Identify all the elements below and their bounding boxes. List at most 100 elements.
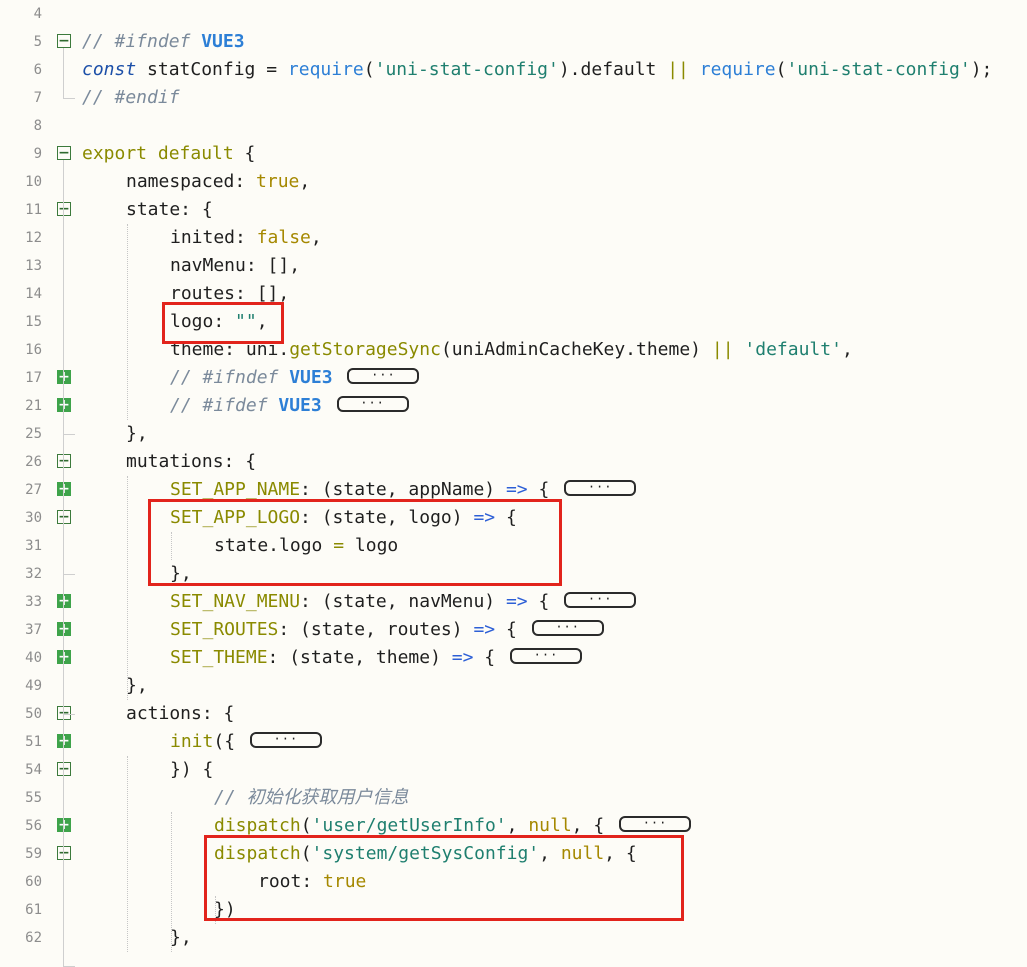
code-text: namespaced: true,: [126, 171, 310, 193]
collapsed-region-button[interactable]: ···: [347, 368, 420, 384]
line-number: 54: [25, 762, 42, 778]
expand-plus-icon[interactable]: +: [57, 370, 71, 384]
code-line[interactable]: 32},: [0, 560, 1027, 588]
code-line[interactable]: 9−export default {: [0, 140, 1027, 168]
code-text: SET_APP_LOGO: (state, logo) => {: [170, 507, 517, 529]
code-token: (uniAdminCacheKey.theme): [440, 339, 712, 360]
code-line[interactable]: 37+SET_ROUTES: (state, routes) => { ···: [0, 616, 1027, 644]
line-number: 16: [25, 342, 42, 358]
collapsed-region-button[interactable]: ···: [564, 480, 637, 496]
line-number: 7: [33, 90, 42, 106]
line-number: 9: [33, 146, 42, 162]
collapse-minus-icon[interactable]: −: [57, 454, 71, 468]
line-number: 62: [25, 930, 42, 946]
code-line[interactable]: 16 theme: uni.getStorageSync(uniAdminCach…: [0, 336, 1027, 364]
code-token: {: [233, 143, 256, 164]
code-line[interactable]: 61}): [0, 896, 1027, 924]
code-line[interactable]: 5−// #ifndef VUE3: [0, 28, 1027, 56]
code-line[interactable]: 26 − mutations: {: [0, 448, 1027, 476]
code-token: 'system/getSysConfig': [311, 843, 540, 864]
code-token: (: [775, 59, 787, 80]
code-text: SET_APP_NAME: (state, appName) => { ···: [170, 479, 637, 501]
line-number: 26: [25, 454, 42, 470]
collapsed-region-button[interactable]: ···: [249, 732, 322, 748]
collapse-minus-icon[interactable]: −: [57, 510, 71, 524]
code-token: }) {: [170, 759, 214, 780]
code-line[interactable]: 51+init({ ···: [0, 728, 1027, 756]
code-token: (: [300, 843, 312, 864]
collapsed-region-button[interactable]: ···: [531, 620, 604, 636]
indent-guide: [127, 476, 128, 700]
code-token: ,: [310, 227, 322, 248]
expand-plus-icon[interactable]: +: [57, 622, 71, 636]
code-token: );: [970, 59, 993, 80]
code-token: actions: {: [126, 703, 235, 724]
collapse-minus-icon[interactable]: −: [57, 762, 71, 776]
code-token: },: [170, 563, 192, 584]
collapsed-region-button[interactable]: ···: [336, 396, 409, 412]
code-token: : (state, routes): [278, 619, 474, 640]
line-number: 13: [25, 258, 42, 274]
collapse-minus-icon[interactable]: −: [57, 846, 71, 860]
code-text: mutations: {: [126, 451, 256, 473]
code-token: root:: [258, 871, 324, 892]
code-line[interactable]: 54 − }) {: [0, 756, 1027, 784]
collapse-minus-icon[interactable]: −: [57, 145, 71, 161]
code-line[interactable]: 56+dispatch('user/getUserInfo', null, { …: [0, 812, 1027, 840]
line-number: 50: [25, 706, 42, 722]
expand-plus-icon[interactable]: +: [57, 818, 71, 832]
code-token: VUE3: [289, 367, 333, 388]
collapse-minus-icon[interactable]: −: [57, 706, 71, 720]
code-line[interactable]: 33+SET_NAV_MENU: (state, navMenu) => { ·…: [0, 588, 1027, 616]
code-line[interactable]: 50 − actions: {: [0, 700, 1027, 728]
line-number: 8: [33, 118, 42, 134]
code-line[interactable]: 21+// #ifdef VUE3 ···: [0, 392, 1027, 420]
code-token: },: [126, 675, 148, 696]
collapse-minus-icon[interactable]: −: [57, 33, 71, 49]
collapsed-region-button[interactable]: ···: [564, 592, 637, 608]
expand-plus-icon[interactable]: +: [57, 594, 71, 608]
code-line[interactable]: 27+SET_APP_NAME: (state, appName) => { ·…: [0, 476, 1027, 504]
expand-plus-icon[interactable]: +: [57, 650, 71, 664]
code-line[interactable]: 59−dispatch('system/getSysConfig', null,…: [0, 840, 1027, 868]
code-token: {: [495, 619, 517, 640]
code-line[interactable]: 25},: [0, 420, 1027, 448]
code-token: // #ifndef: [170, 367, 290, 388]
code-text: theme: uni.getStorageSync(uniAdminCacheK…: [170, 339, 853, 361]
collapse-minus-icon[interactable]: −: [57, 202, 71, 216]
code-line[interactable]: 30−SET_APP_LOGO: (state, logo) => {: [0, 504, 1027, 532]
code-token: =>: [505, 591, 528, 612]
code-token: init: [170, 731, 214, 752]
code-line[interactable]: 4: [0, 0, 1027, 28]
code-token: 'user/getUserInfo': [311, 815, 507, 836]
code-line[interactable]: 7// #endif: [0, 84, 1027, 112]
code-line[interactable]: 8: [0, 112, 1027, 140]
code-text: inited: false,: [170, 227, 322, 249]
code-line[interactable]: 17 + // #ifndef VUE3 ···: [0, 364, 1027, 392]
code-line[interactable]: 55// 初始化获取用户信息: [0, 784, 1027, 812]
expand-plus-icon[interactable]: +: [57, 734, 71, 748]
fold-connector: [63, 524, 64, 574]
code-line[interactable]: 11−state: {: [0, 196, 1027, 224]
line-number: 17: [25, 370, 42, 386]
collapsed-region-button[interactable]: ···: [619, 816, 692, 832]
code-line[interactable]: 49},: [0, 672, 1027, 700]
code-text: routes: [],: [170, 283, 289, 305]
code-token: ,: [299, 171, 311, 192]
code-line[interactable]: 62},: [0, 924, 1027, 952]
code-line[interactable]: 40+SET_THEME: (state, theme) => { ···: [0, 644, 1027, 672]
code-token: false: [256, 227, 311, 248]
expand-plus-icon[interactable]: +: [57, 482, 71, 496]
collapsed-region-button[interactable]: ···: [510, 648, 582, 664]
expand-plus-icon[interactable]: +: [57, 398, 71, 412]
line-number: 37: [25, 622, 42, 638]
